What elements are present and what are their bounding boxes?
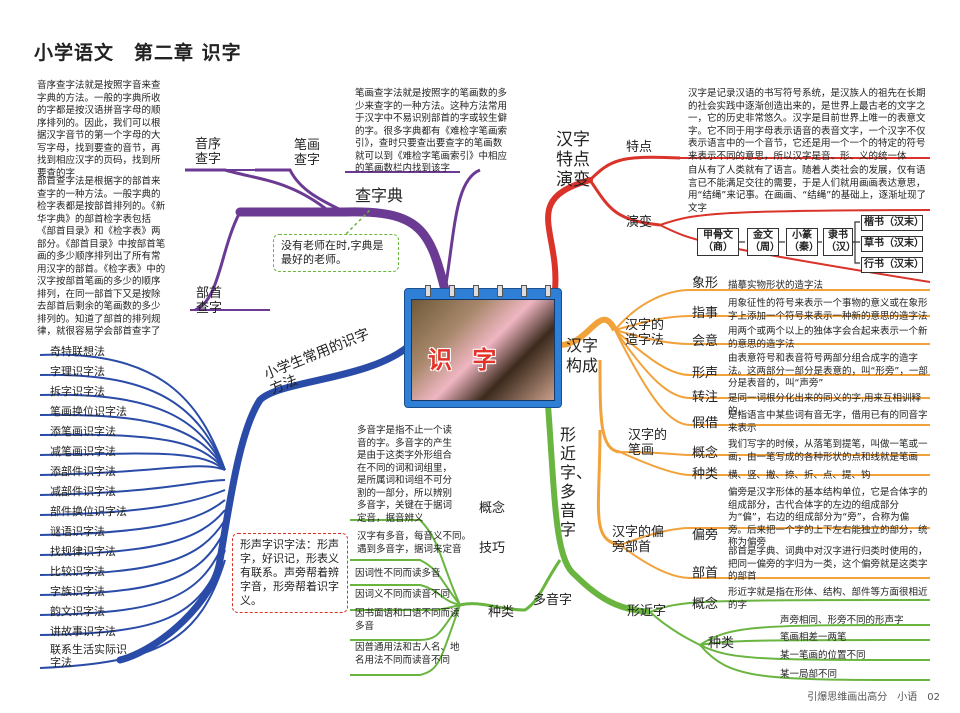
xingjinzi-zhonglei-key: 种类	[708, 636, 735, 651]
bihua-gainian-val: 我们写字的时候，从落笔到提笔，叫做一笔或一画，由一笔写成的各种形状的点和线就是笔…	[728, 439, 928, 463]
xingjin-label: 形近字、多音字	[560, 425, 593, 539]
duoyin-jiqiao-val: 汉字有多音，每音义不同。遇到多音字，据词来定音	[357, 531, 472, 555]
xingjinzi-gainian-key: 概念	[692, 597, 719, 612]
pianpang-bushou-label: 汉字的偏旁部首	[612, 525, 665, 555]
method-item: 部件换位识字法	[50, 505, 127, 518]
script-jinwen: 金文（周）	[747, 228, 780, 256]
method-item: 奇特联想法	[50, 345, 105, 358]
pianpang-key: 偏旁	[692, 528, 719, 543]
duoyin-type: 因词义不同而读音不同	[355, 589, 451, 600]
xingjinzi-type: 某一笔画的位置不同	[780, 650, 866, 661]
yan-text: 自从有了人类就有了语言。随着人类社会的发展，仅有语言已不能满足交往的需要，于是人…	[688, 165, 927, 214]
page-title: 小学语文 第二章 识字	[34, 42, 242, 64]
zaozi-val: 用象征性的符号来表示一个事物的意义或在象形字上添加一个符号来表示一种新的意思的造…	[728, 298, 928, 322]
script-jiaguwen: 甲骨文（商）	[697, 228, 739, 256]
method-list: 奇特联想法 字理识字法 拆字识字法 笔画换位识字法 添笔画识字法 减笔画识字法 …	[50, 343, 170, 669]
xingsheng-note: 形声字识字法：形声字，好识记，形表义有联系。声旁帮着辨字音，形旁帮着识字义。	[232, 533, 348, 613]
zaozi-key: 假借	[692, 416, 719, 431]
yinxu-label: 音序 查字	[195, 137, 222, 167]
tedian-label: 汉字特点演变	[556, 130, 590, 190]
blossom-image: 识 字	[411, 299, 555, 401]
zaozi-key: 会意	[692, 334, 719, 349]
duoyin-jiqiao-key: 技巧	[479, 541, 506, 556]
method-item: 添部件识字法	[50, 465, 116, 478]
zaozi-val: 是同一词根分化出来的同义的字,用来互相训释的。	[728, 393, 922, 417]
xingjinzi-label: 形近字	[627, 604, 667, 619]
method-item: 添笔画识字法	[50, 425, 116, 438]
duoyin-gainian-val: 多音字是指不止一个读音的字。多音字的产生是由于这类字外形组合在不同的词和词组里，…	[357, 425, 453, 524]
method-item: 笔画换位识字法	[50, 405, 127, 418]
method-item: 韵文识字法	[50, 605, 105, 618]
te-text: 汉字是记录汉语的书写符号系统，是汉族人的祖先在长期的社会实践中逐渐创造出来的，是…	[688, 88, 926, 162]
zaozi-val: 是指语言中某些词有音无字，借用已有的同音字来表示	[728, 410, 928, 434]
zaozi-key: 象形	[692, 276, 719, 291]
duoyin-zhonglei-key: 种类	[488, 605, 515, 620]
bushou-val: 部首是字典、词典中对汉字进行归类时使用的，把同一偏旁的字归为一类，这个偏旁就是这…	[728, 546, 928, 582]
script-xingshu: 行书（汉末）	[861, 257, 924, 273]
method-item: 谜语识字法	[50, 525, 105, 538]
method-item: 减部件识字法	[50, 485, 116, 498]
page-footer: 引爆思维画出高分 小语 02	[807, 692, 940, 703]
duoyin-gainian-key: 概念	[479, 501, 506, 516]
method-item: 讲故事识字法	[50, 625, 116, 638]
bihua-cha-label: 笔画 查字	[294, 138, 321, 168]
duoyin-type: 因普通用法和古人名、地名用法不同而读音不同	[355, 642, 460, 666]
zaozi-label: 汉字的造字法	[625, 318, 665, 348]
method-item: 找规律识字法	[50, 545, 116, 558]
te-label: 特点	[626, 140, 653, 155]
zaozi-key: 转注	[692, 390, 719, 405]
bushou-key: 部首	[692, 566, 719, 581]
bushou-cha-text: 部首查字法是根据字的部首来查字的一种方法。一般字典的检字表都是按部首排列的。《新…	[37, 176, 166, 337]
script-lishu: 隶书（汉）	[823, 228, 856, 256]
xingjinzi-type: 某一局部不同	[780, 669, 838, 680]
method-item: 联系生活实际识字法	[50, 643, 127, 669]
method-item: 字族识字法	[50, 585, 105, 598]
duoyin-type: 因词性不同而读多音	[355, 568, 441, 579]
center-label: 识 字	[428, 346, 503, 374]
xingjinzi-type: 笔画相差一两笔	[780, 632, 847, 643]
xingjinzi-type: 声旁相同、形旁不同的形声字	[780, 615, 904, 626]
duoyin-type: 因书面语和口语不同而读多音	[355, 608, 460, 632]
dictionary-note: 没有老师在时,字典是最好的老师。	[273, 234, 399, 272]
method-item: 减笔画识字法	[50, 445, 116, 458]
center-calendar: 识 字	[404, 285, 562, 408]
method-item: 拆字识字法	[50, 385, 105, 398]
bihua-gainian-key: 概念	[692, 446, 719, 461]
bushou-cha-label: 部首 查字	[196, 286, 223, 316]
xingjinzi-gainian-val: 形近字就是指在形体、结构、部件等方面很相近的字	[728, 587, 928, 611]
method-item: 字理识字法	[50, 365, 105, 378]
bihua-zhonglei-key: 种类	[692, 467, 719, 482]
bihua-cha-text: 笔画查字法就是按照字的笔画数的多少来查字的一种方法。这种方法常用于汉字中不易识别…	[355, 88, 508, 174]
zaozi-key: 指事	[692, 306, 719, 321]
duoyinzi-label: 多音字	[533, 593, 573, 608]
bihua-zhonglei-val: 横、竖、撇、捺、折、点、提、钩	[728, 470, 871, 481]
zaozi-val: 描摹实物形状的造字法	[728, 280, 824, 291]
script-xiaozhuan: 小篆（秦）	[786, 228, 819, 256]
goucheng-label: 汉字构成	[566, 336, 599, 375]
script-caoshu: 草书（汉末）	[861, 236, 924, 252]
bihua-label: 汉字的笔画	[628, 428, 668, 458]
pianpang-val: 偏旁是汉字形体的基本结构单位，它是合体字的组成部分，古代合体字的左边的组成部分为…	[728, 487, 928, 548]
zaozi-val: 用两个或两个以上的独体字会合起来表示一个新的意思的造字法	[728, 326, 928, 350]
method-item: 比较识字法	[50, 565, 105, 578]
yan-label: 演变	[626, 215, 653, 230]
script-kaishu: 楷书（汉末）	[861, 215, 924, 231]
zaozi-key: 形声	[692, 366, 719, 381]
chazidian-label: 查字典	[355, 186, 404, 205]
yinxu-text: 音序查字法就是按照字音来查字典的方法。一般的字典所收的字都是按汉语拼音字母的顺序…	[37, 80, 161, 179]
zaozi-val: 由表意符号和表音符号两部分组合成字的造字法。这两部分一部分是表意的，叫“形旁”，…	[728, 353, 928, 389]
